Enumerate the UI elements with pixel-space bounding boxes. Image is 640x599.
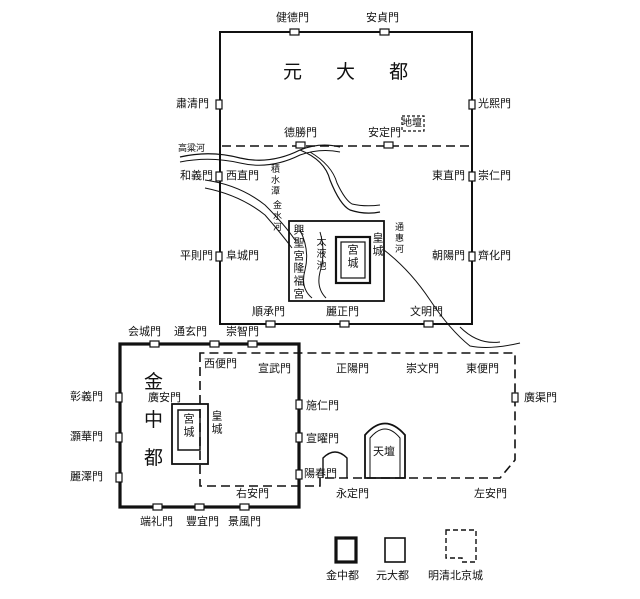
gate-lizheng: 麗正門: [326, 305, 359, 318]
ming-city-wall: [199, 352, 516, 487]
river-jishui: [299, 149, 381, 214]
city-label-yuan: 元 大 都: [283, 61, 423, 83]
jin-imperial-city: [171, 403, 209, 465]
feature-huangcheng-jin: 皇城: [210, 410, 223, 436]
gate-chongren: 崇仁門: [478, 169, 511, 182]
gate-duanli: 端礼門: [140, 515, 173, 528]
gate-desheng: 德勝門: [284, 126, 317, 139]
gate-jingfeng: 景風門: [228, 515, 261, 528]
gate-dongbian: 東便門: [466, 362, 499, 375]
gate-zuoan: 左安門: [474, 487, 507, 500]
gate-dongzhi: 東直門: [432, 169, 465, 182]
legend-yuan-label: 元大都: [376, 569, 409, 582]
river-jinshui: [204, 179, 296, 241]
legend-jin-swatch: [334, 536, 358, 564]
gate-xibian: 西便門: [204, 357, 237, 370]
feature-jishui: 積水潭: [269, 164, 279, 197]
gate-yongding: 永定門: [336, 487, 369, 500]
feature-tiantan: 天壇: [373, 445, 395, 458]
gate-fengyi: 豐宜門: [186, 515, 219, 528]
gate-zhangyi: 彰義門: [70, 390, 103, 403]
legend-ming-label: 明清北京城: [428, 569, 483, 582]
feature-longfugong: 隆福宮: [292, 262, 305, 301]
feature-huangcheng-yuan: 皇城: [371, 232, 384, 258]
gate-fucheng: 阜城門: [226, 249, 259, 262]
river-gaoliang: [179, 144, 341, 161]
gate-qihua: 齊化門: [478, 249, 511, 262]
feature-xinshenggong: 興聖宮: [292, 224, 305, 263]
city-label-jin-2: 中: [144, 409, 164, 431]
gate-shiren: 施仁門: [306, 399, 339, 412]
yuan-imperial-city: [288, 220, 385, 302]
gate-guangan: 廣安門: [148, 391, 181, 404]
city-label-jin-3: 都: [144, 447, 164, 469]
gate-youan: 右安門: [236, 487, 269, 500]
gate-zhengyang: 正陽門: [336, 362, 369, 375]
gate-chaoyang: 朝陽門: [432, 249, 465, 262]
ditan-altar: [401, 115, 425, 132]
gate-xuanwu: 宣武門: [258, 362, 291, 375]
legend-yuan-swatch: [384, 537, 406, 563]
gate-huicheng: 会城門: [128, 325, 161, 338]
legend-jin-label: 金中都: [326, 569, 359, 582]
gate-lize: 麗澤門: [70, 470, 103, 483]
gate-guangxi: 光熙門: [478, 97, 511, 110]
gate-xuanyao: 宣曜門: [306, 432, 339, 445]
gate-xizhi: 西直門: [226, 169, 259, 182]
gate-jiande: 健德門: [276, 11, 309, 24]
gate-shuncheng: 順承門: [252, 305, 285, 318]
feature-jinshui: 金水河: [271, 200, 281, 233]
jin-palace-city: [177, 409, 201, 451]
feature-gaoliang: 高粱河: [178, 144, 206, 154]
river-tonghui: [383, 249, 521, 348]
gate-guangqu: 廣渠門: [524, 391, 557, 404]
gate-haohua: 灝華門: [70, 430, 103, 443]
feature-taiyechi: 太液池: [314, 236, 325, 272]
gate-pingze: 平則門: [180, 249, 213, 262]
gate-tongxuan: 通玄門: [174, 325, 207, 338]
feature-ditan: 地壇: [402, 118, 422, 129]
feature-gongcheng-jin: 宮城: [182, 413, 195, 439]
gate-yangchun: 陽春門: [304, 467, 337, 480]
gate-anzhen: 安貞門: [366, 11, 399, 24]
city-label-jin-1: 金: [144, 371, 164, 393]
legend-ming-swatch: [445, 529, 477, 563]
gate-heyi: 和義門: [180, 169, 213, 182]
gate-chongzhi: 崇智門: [226, 325, 259, 338]
tiantan-altar: [364, 422, 406, 479]
yuan-palace-city: [334, 235, 372, 285]
gate-anding: 安定門: [368, 126, 401, 139]
gate-chongwen: 崇文門: [406, 362, 439, 375]
gate-suqing: 肅清門: [176, 97, 209, 110]
feature-tonghui: 通惠河: [393, 222, 403, 255]
feature-gongcheng-yuan: 宮城: [346, 244, 359, 270]
gate-wenming: 文明門: [410, 305, 443, 318]
